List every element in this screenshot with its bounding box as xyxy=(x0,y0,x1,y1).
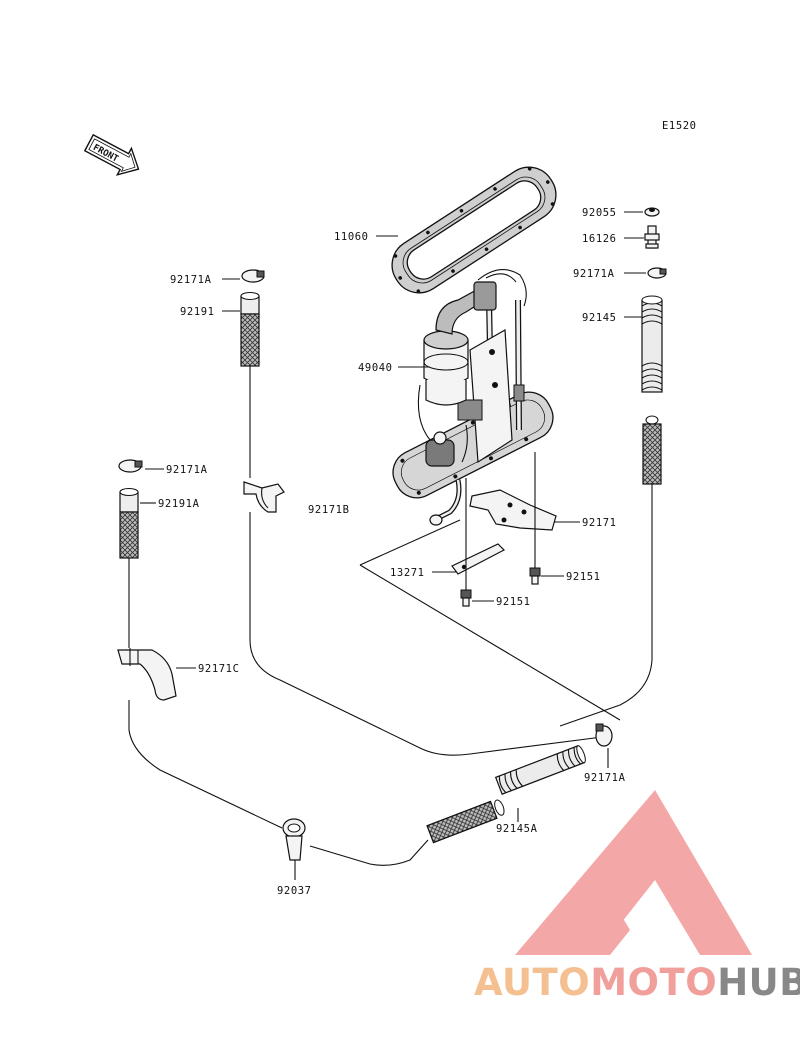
watermark-text: AUTOMOTOHUB xyxy=(474,961,800,1004)
label-92055: 92055 xyxy=(582,207,617,219)
label-92191A: 92191A xyxy=(158,498,200,510)
plate-13271 xyxy=(451,543,506,575)
label-92151-right: 92151 xyxy=(566,571,601,583)
label-92151-center: 92151 xyxy=(496,596,531,608)
clamp-92171B xyxy=(243,481,285,513)
gasket-11060 xyxy=(391,166,557,294)
hose-92191 xyxy=(240,292,260,367)
bolt-92151-right xyxy=(529,567,541,585)
label-92171A-top-left: 92171A xyxy=(170,274,212,286)
bolt-92151-center xyxy=(460,589,472,607)
hose-92145 xyxy=(641,295,663,485)
label-92171A-bottom: 92171A xyxy=(584,772,626,784)
watermark-logo-icon xyxy=(515,790,752,955)
nut-92055 xyxy=(644,207,660,217)
fuel-pump-assembly-49040 xyxy=(392,269,554,526)
bracket-92171 xyxy=(469,489,557,531)
label-92171B: 92171B xyxy=(308,504,350,516)
clamp-92171A-bottom xyxy=(595,723,613,747)
clamp-92171A-top-left xyxy=(241,269,265,283)
label-92171C: 92171C xyxy=(198,663,240,675)
label-92171A-mid-left: 92171A xyxy=(166,464,208,476)
label-49040: 49040 xyxy=(358,362,393,374)
label-92191: 92191 xyxy=(180,306,215,318)
hose-92191A xyxy=(119,488,139,559)
label-92145: 92145 xyxy=(582,312,617,324)
hose-92145A xyxy=(426,745,586,844)
fitting-16126 xyxy=(644,225,660,249)
label-11060: 11060 xyxy=(334,231,369,243)
clamp-92171A-top-right xyxy=(647,267,667,279)
label-92145A: 92145A xyxy=(496,823,538,835)
front-arrow-icon: FRONT xyxy=(83,133,140,176)
clamp-92171C xyxy=(117,648,177,701)
fitting-92037 xyxy=(282,818,306,861)
diagram-code: E1520 xyxy=(662,120,697,132)
label-92171: 92171 xyxy=(582,517,617,529)
label-13271: 13271 xyxy=(390,567,425,579)
label-92171A-top-right: 92171A xyxy=(573,268,615,280)
label-92037: 92037 xyxy=(277,885,312,897)
clamp-92171A-mid-left xyxy=(118,459,143,473)
label-16126: 16126 xyxy=(582,233,617,245)
